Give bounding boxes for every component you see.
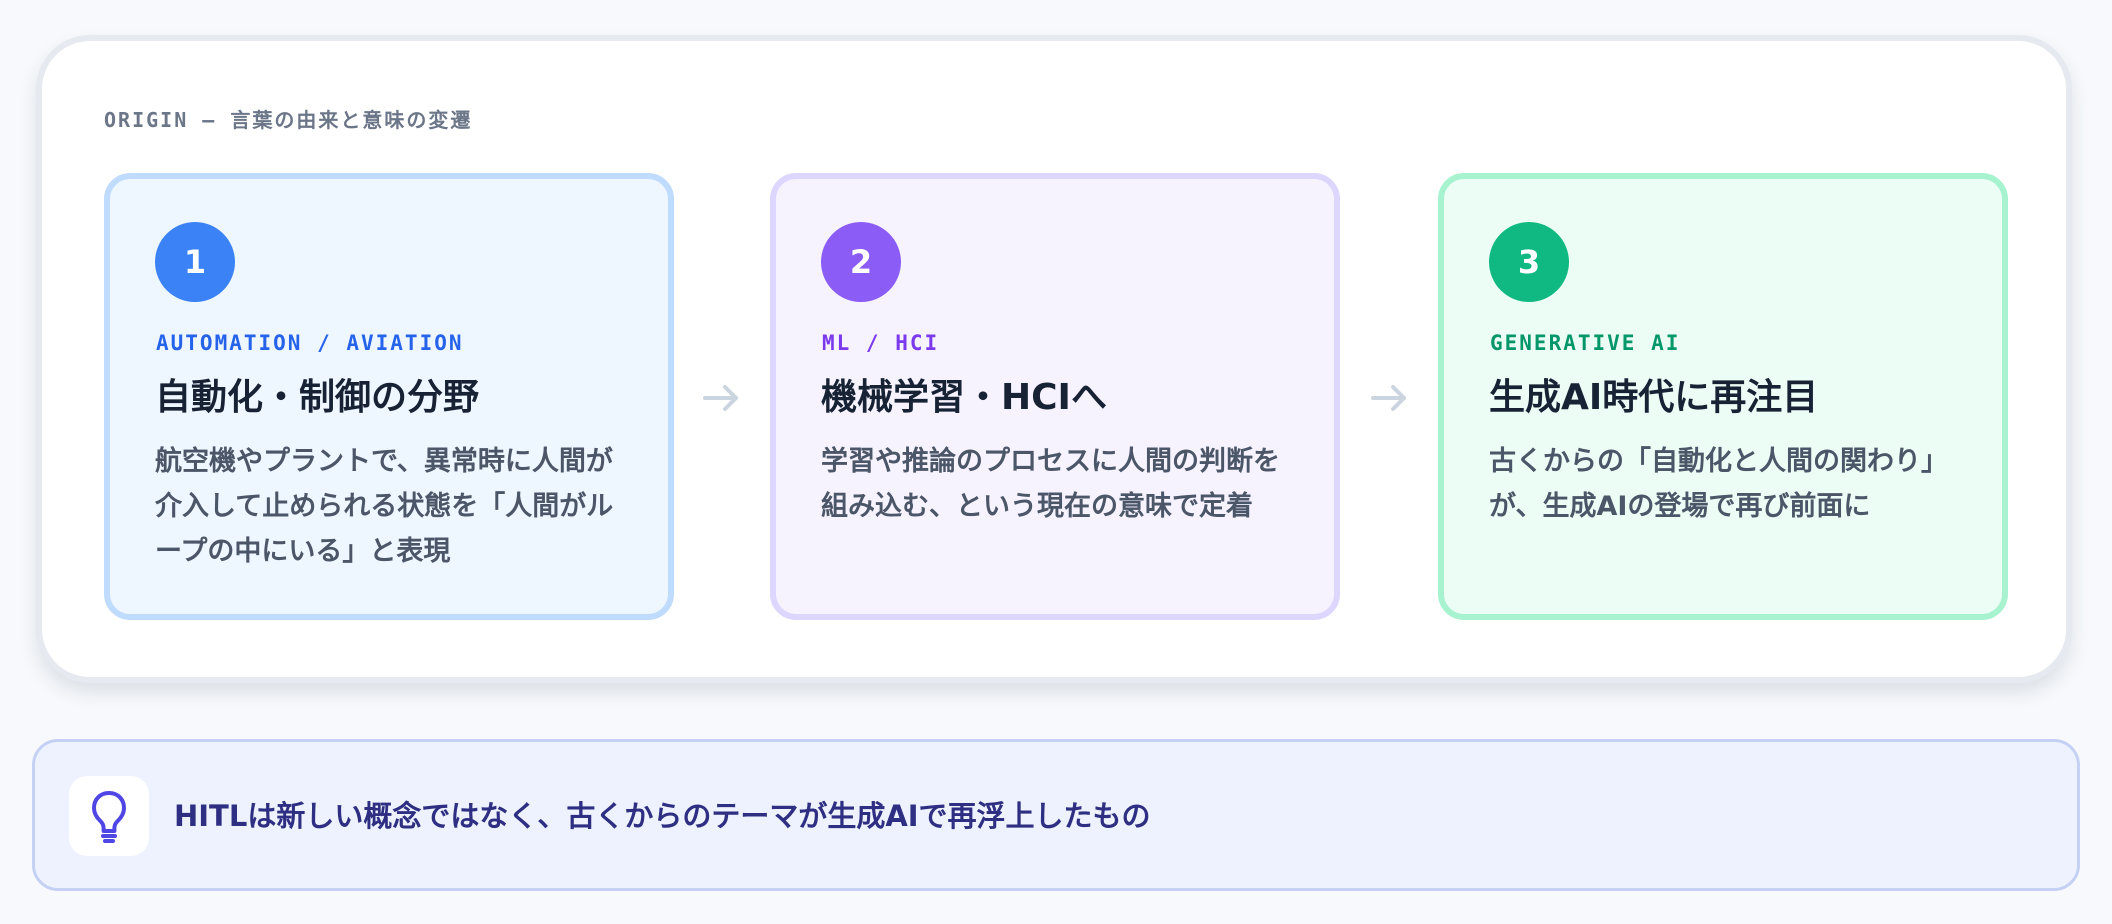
step-title: 自動化・制御の分野 <box>155 377 480 418</box>
step-number-badge: 2 <box>821 222 901 302</box>
step-number-badge: 1 <box>155 222 235 302</box>
step-title: 機械学習・HCIへ <box>821 377 1107 418</box>
takeaway-text: HITLは新しい概念ではなく、古くからのテーマが生成AIで再浮上したもの <box>174 799 1151 833</box>
lightbulb-icon <box>92 791 126 843</box>
takeaway-icon-container <box>69 776 149 856</box>
step-card-ml-hci: 2 ML / HCI 機械学習・HCIへ 学習や推論のプロセスに人間の判断を組み… <box>770 173 1340 620</box>
section-label: ORIGIN — 言葉の由来と意味の変遷 <box>104 108 473 132</box>
step-description: 航空機やプラントで、異常時に人間が介入して止められる状態を「人間がループの中にい… <box>155 446 614 567</box>
step-card-automation: 1 AUTOMATION / AVIATION 自動化・制御の分野 航空機やプラ… <box>104 173 674 620</box>
step-description: 古くからの「自動化と人間の関わり」が、生成AIの登場で再び前面に <box>1489 446 1948 522</box>
step-tag: GENERATIVE AI <box>1490 331 1681 355</box>
takeaway-callout: HITLは新しい概念ではなく、古くからのテーマが生成AIで再浮上したもの <box>32 739 2080 891</box>
step-number-badge: 3 <box>1489 222 1569 302</box>
step-description: 学習や推論のプロセスに人間の判断を組み込む、という現在の意味で定着 <box>821 446 1280 522</box>
arrow-right-icon <box>703 385 738 411</box>
step-tag: ML / HCI <box>822 331 940 355</box>
step-tag: AUTOMATION / AVIATION <box>156 331 464 355</box>
lightbulb-outline <box>92 791 126 833</box>
step-card-generative-ai: 3 GENERATIVE AI 生成AI時代に再注目 古くからの「自動化と人間の… <box>1438 173 2008 620</box>
arrow-right-icon <box>1371 385 1406 411</box>
lightbulb-base <box>101 834 117 843</box>
step-title: 生成AI時代に再注目 <box>1489 377 1819 418</box>
